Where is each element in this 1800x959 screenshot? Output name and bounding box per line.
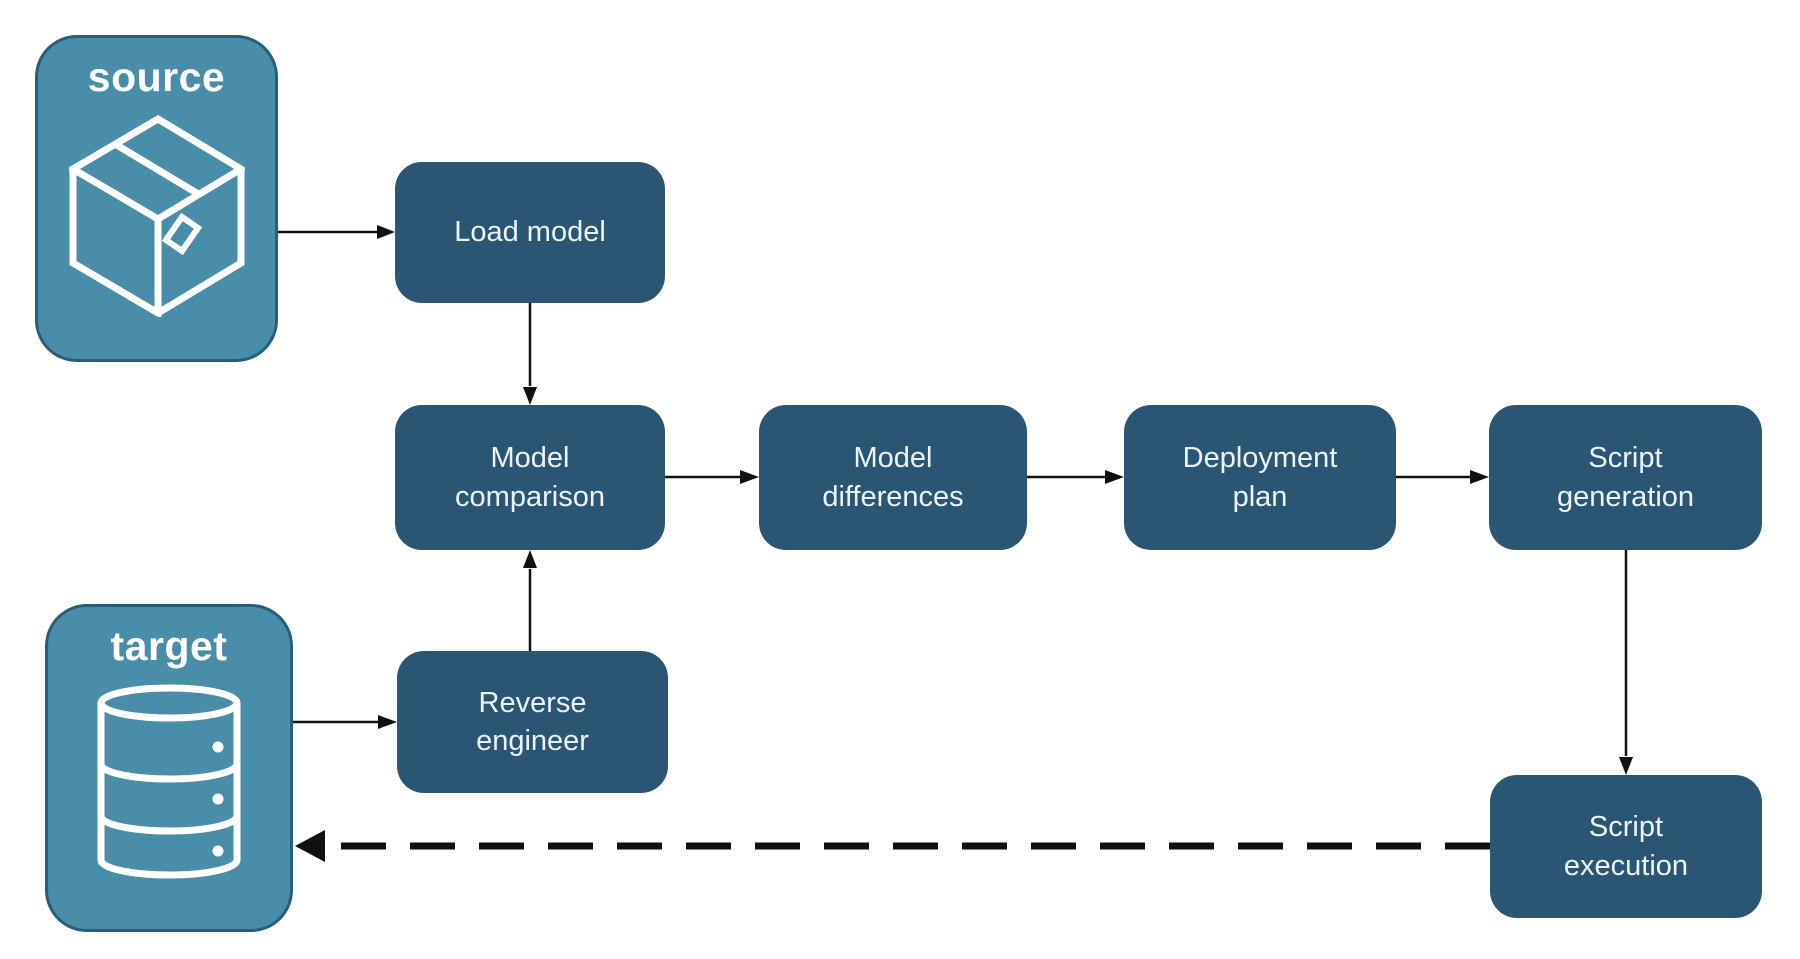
- arrowhead: [1105, 470, 1124, 484]
- package-box-icon: [68, 115, 245, 317]
- node-script-generation: Script generation: [1489, 405, 1762, 550]
- node-load-model: Load model: [395, 162, 665, 303]
- database-icon: [97, 684, 241, 879]
- arrowhead: [378, 715, 397, 729]
- node-deployment-plan: Deployment plan: [1124, 405, 1396, 550]
- source-label: source: [87, 54, 226, 100]
- node-reverse-engineer: Reverse engineer: [397, 651, 668, 793]
- arrowhead: [377, 225, 395, 239]
- target-endpoint: target: [45, 604, 293, 932]
- arrowhead: [740, 470, 759, 484]
- node-script-execution: Script execution: [1490, 775, 1762, 918]
- arrowhead: [523, 387, 537, 405]
- node-script-generation-label: Script generation: [1556, 442, 1695, 513]
- arrowhead: [523, 550, 537, 568]
- node-model-differences: Model differences: [759, 405, 1027, 550]
- node-reverse-engineer-label: Reverse engineer: [476, 686, 589, 757]
- source-endpoint: source: [35, 35, 278, 362]
- target-label: target: [110, 623, 228, 669]
- arrowhead: [1619, 757, 1633, 775]
- arrowhead-dashed: [295, 830, 325, 862]
- node-load-model-label: Load model: [454, 216, 606, 249]
- node-deployment-plan-label: Deployment plan: [1182, 442, 1338, 513]
- node-script-execution-label: Script execution: [1563, 811, 1689, 882]
- node-model-comparison: Model comparison: [395, 405, 665, 550]
- node-model-comparison-label: Model comparison: [455, 442, 605, 513]
- node-model-differences-label: Model differences: [822, 442, 964, 513]
- arrowhead: [1470, 470, 1489, 484]
